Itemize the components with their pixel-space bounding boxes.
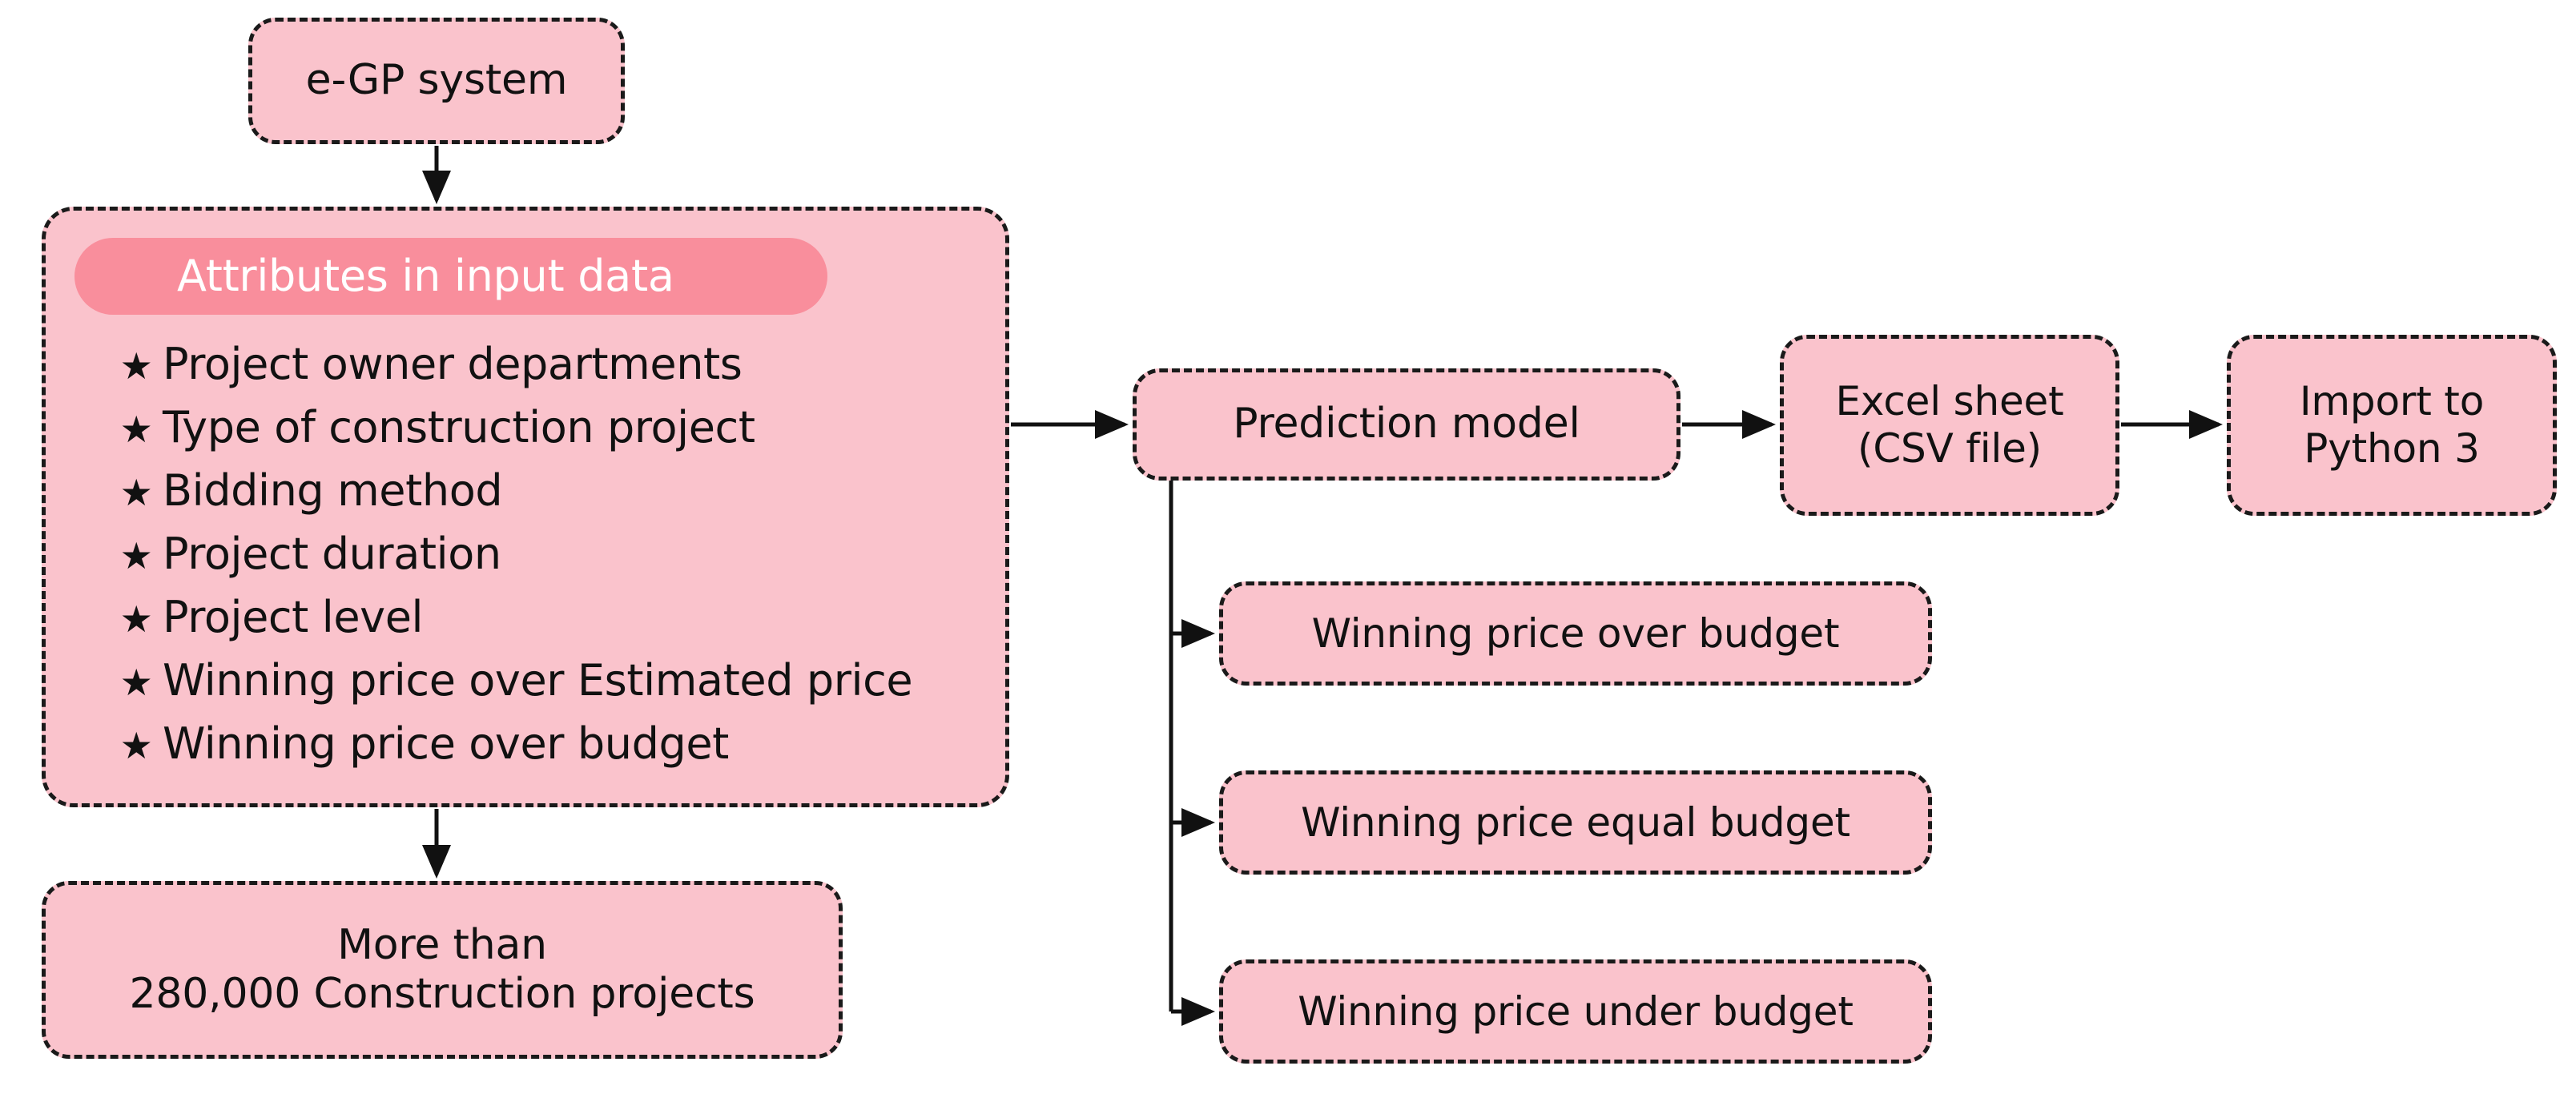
list-item: ★ Winning price over Estimated price xyxy=(110,655,989,718)
attributes-badge-label: Attributes in input data xyxy=(177,251,674,302)
node-construction-projects-count[interactable]: More than 280,000 Construction projects xyxy=(42,881,843,1059)
node-attributes-in-input-data[interactable]: Attributes in input data ★ Project owner… xyxy=(42,207,1009,807)
list-item: ★ Project level xyxy=(110,592,989,655)
edge-prediction-to-outcomes xyxy=(1169,481,1215,1027)
star-icon: ★ xyxy=(119,471,153,514)
node-excel-sheet[interactable]: Excel sheet (CSV file) xyxy=(1780,335,2119,516)
list-item: ★ Type of construction project xyxy=(110,402,989,465)
list-item: ★ Project duration xyxy=(110,529,989,592)
list-item-label: Bidding method xyxy=(163,465,503,516)
star-icon: ★ xyxy=(119,724,153,767)
attributes-list: ★ Project owner departments ★ Type of co… xyxy=(110,339,989,782)
list-item: ★ Bidding method xyxy=(110,465,989,529)
list-item-label: Project owner departments xyxy=(163,339,743,389)
star-icon: ★ xyxy=(119,597,153,641)
list-item-label: Type of construction project xyxy=(163,402,755,452)
list-item: ★ Project owner departments xyxy=(110,339,989,402)
attributes-badge: Attributes in input data xyxy=(74,238,827,315)
star-icon: ★ xyxy=(119,344,153,388)
node-outcome-equal-budget[interactable]: Winning price equal budget xyxy=(1219,770,1932,875)
node-prediction-model[interactable]: Prediction model xyxy=(1133,368,1680,481)
list-item: ★ Winning price over budget xyxy=(110,718,989,782)
node-construction-projects-count-label: More than 280,000 Construction projects xyxy=(129,920,755,1018)
node-outcome-equal-budget-label: Winning price equal budget xyxy=(1301,798,1850,846)
star-icon: ★ xyxy=(119,661,153,704)
list-item-label: Project duration xyxy=(163,529,501,579)
node-prediction-model-label: Prediction model xyxy=(1233,400,1580,448)
node-outcome-under-budget[interactable]: Winning price under budget xyxy=(1219,959,1932,1064)
node-outcome-under-budget-label: Winning price under budget xyxy=(1298,987,1854,1035)
node-outcome-over-budget[interactable]: Winning price over budget xyxy=(1219,581,1932,686)
node-import-to-python[interactable]: Import to Python 3 xyxy=(2227,335,2557,516)
list-item-label: Winning price over Estimated price xyxy=(163,655,913,706)
node-egp-system-label: e-GP system xyxy=(305,56,568,105)
node-excel-sheet-label: Excel sheet (CSV file) xyxy=(1835,378,2064,472)
node-egp-system[interactable]: e-GP system xyxy=(248,18,625,144)
star-icon: ★ xyxy=(119,408,153,451)
list-item-label: Winning price over budget xyxy=(163,718,729,769)
node-outcome-over-budget-label: Winning price over budget xyxy=(1311,609,1840,657)
node-import-to-python-label: Import to Python 3 xyxy=(2299,378,2485,472)
star-icon: ★ xyxy=(119,534,153,577)
list-item-label: Project level xyxy=(163,592,424,642)
